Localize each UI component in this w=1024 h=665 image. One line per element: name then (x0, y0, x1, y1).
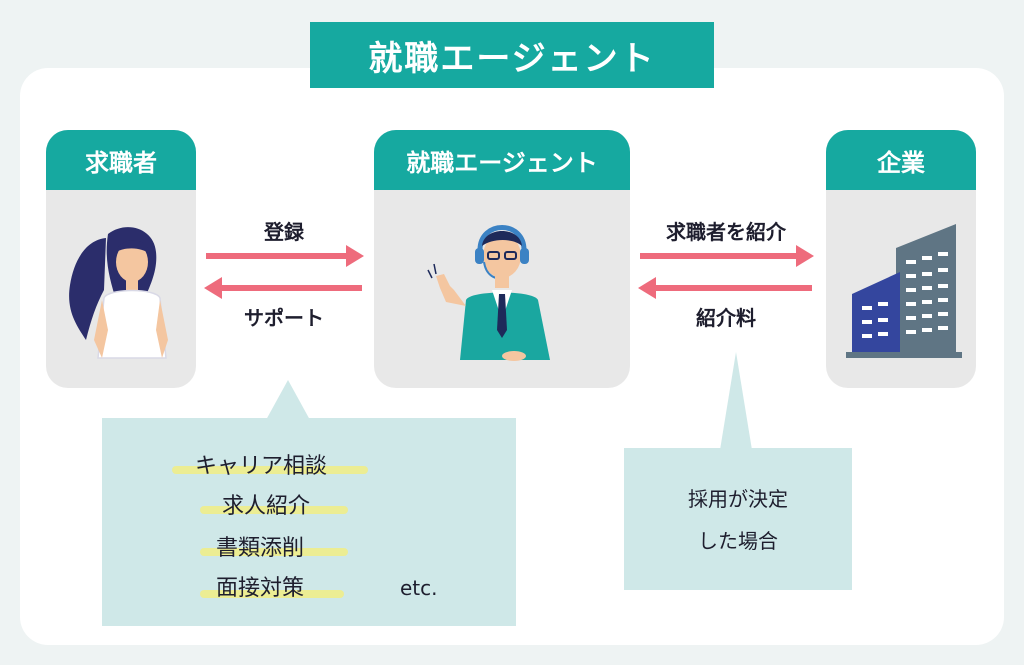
hire-note-line: 採用が決定 (688, 487, 788, 511)
support-label: サポート (244, 306, 324, 330)
company-card: 企業 (826, 130, 976, 388)
services-etc: etc. (400, 576, 438, 600)
service-item: 求人紹介 (222, 494, 311, 519)
fee-label: 紹介料 (696, 306, 756, 330)
highlight-stroke (200, 590, 344, 598)
seeker-label: 求職者 (46, 130, 196, 190)
introduce-label: 求職者を紹介 (666, 220, 786, 244)
hire-note: 採用が決定 した場合 (624, 478, 852, 562)
service-item: キャリア相談 (195, 454, 328, 479)
building-icon (846, 224, 962, 358)
highlight-stroke (200, 548, 348, 556)
highlight-stroke (200, 506, 348, 514)
agent-label: 就職エージェント (374, 130, 630, 190)
highlight-stroke (172, 466, 368, 474)
seeker-card: 求職者 (46, 130, 196, 388)
service-item: 書類添削 (216, 536, 305, 561)
register-label: 登録 (264, 220, 304, 244)
hire-note-line: した場合 (698, 529, 778, 553)
diagram-title: 就職エージェント (310, 22, 714, 88)
hire-callout (624, 448, 852, 590)
agent-card: 就職エージェント (374, 130, 630, 388)
company-label: 企業 (826, 130, 976, 190)
agent-man-illustration (427, 225, 550, 361)
woman-illustration (69, 227, 168, 359)
service-item: 面接対策 (216, 576, 305, 601)
